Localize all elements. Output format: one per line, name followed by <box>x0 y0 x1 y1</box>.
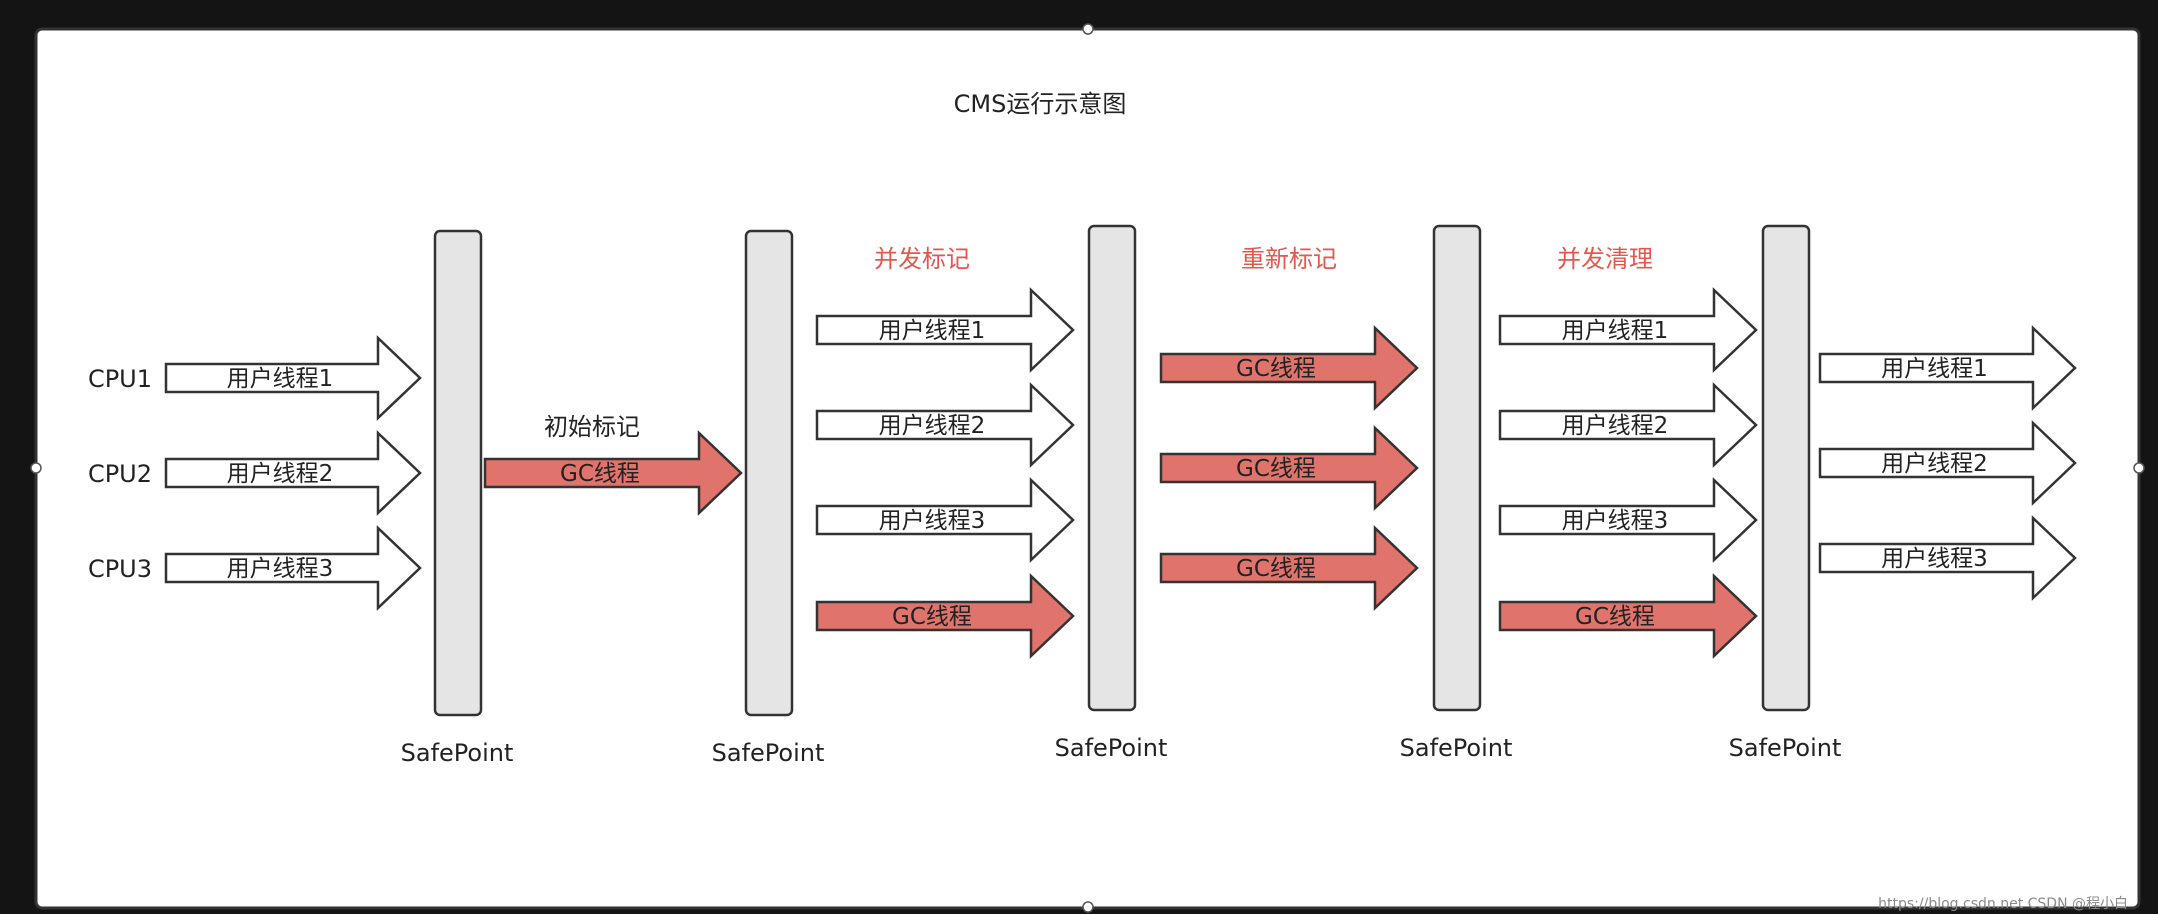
gc-thread-label: GC线程 <box>1236 356 1316 382</box>
safepoint-label: SafePoint <box>401 739 514 767</box>
user-thread-arrow <box>1818 515 2077 601</box>
safepoint-bar <box>744 229 794 717</box>
safepoint-label: SafePoint <box>1400 734 1513 762</box>
user-thread-arrow <box>1818 325 2077 411</box>
cpu-label-2: CPU2 <box>88 460 152 488</box>
gc-thread-arrow <box>1159 425 1419 511</box>
user-thread-label: 用户线程1 <box>1562 318 1669 344</box>
user-thread-arrow <box>164 525 422 611</box>
user-thread-label: 用户线程3 <box>227 556 334 582</box>
diagram-title: CMS运行示意图 <box>954 90 1127 118</box>
gc-thread-arrow <box>1159 325 1419 411</box>
user-thread-arrow <box>815 477 1075 563</box>
user-thread-arrow <box>1498 477 1758 563</box>
gc-thread-label: GC线程 <box>1575 604 1655 630</box>
frame-handle-right[interactable] <box>2133 462 2145 474</box>
phase-label-remark: 重新标记 <box>1241 245 1337 273</box>
user-thread-arrow <box>815 382 1075 468</box>
user-thread-arrow <box>164 335 422 421</box>
safepoint-bar <box>1087 224 1137 712</box>
user-thread-arrow <box>164 430 422 516</box>
gc-thread-arrow <box>1159 525 1419 611</box>
user-thread-label: 用户线程2 <box>1881 451 1988 477</box>
gc-thread-label: GC线程 <box>560 461 640 487</box>
gc-thread-arrow <box>815 573 1075 659</box>
safepoint-bar <box>1761 224 1811 712</box>
safepoint-label: SafePoint <box>1729 734 1842 762</box>
safepoint-bar <box>1432 224 1482 712</box>
user-thread-label: 用户线程2 <box>1562 413 1669 439</box>
frame-handle-left[interactable] <box>30 462 42 474</box>
cpu-label-3: CPU3 <box>88 555 152 583</box>
user-thread-arrow <box>1498 382 1758 468</box>
gc-thread-label: GC线程 <box>1236 556 1316 582</box>
frame-handle-bottom[interactable] <box>1082 901 1094 913</box>
gc-thread-label: GC线程 <box>892 604 972 630</box>
user-thread-arrow <box>1818 420 2077 506</box>
user-thread-label: 用户线程1 <box>879 318 986 344</box>
user-thread-label: 用户线程3 <box>1562 508 1669 534</box>
gc-thread-label: GC线程 <box>1236 456 1316 482</box>
user-thread-label: 用户线程1 <box>1881 356 1988 382</box>
phase-label-concurrent-mark: 并发标记 <box>874 245 970 273</box>
user-thread-label: 用户线程1 <box>227 366 334 392</box>
safepoint-bar <box>433 229 483 717</box>
safepoint-label: SafePoint <box>712 739 825 767</box>
watermark: https://blog.csdn.net CSDN @程小白 <box>1878 896 2128 912</box>
user-thread-label: 用户线程3 <box>1881 546 1988 572</box>
user-thread-label: 用户线程2 <box>879 413 986 439</box>
user-thread-label: 用户线程2 <box>227 461 334 487</box>
frame-handle-top[interactable] <box>1082 23 1094 35</box>
phase-label-initial-mark: 初始标记 <box>544 413 640 441</box>
user-thread-label: 用户线程3 <box>879 508 986 534</box>
gc-thread-arrow <box>483 430 743 516</box>
safepoint-label: SafePoint <box>1055 734 1168 762</box>
phase-label-concurrent-sweep: 并发清理 <box>1557 245 1653 273</box>
user-thread-arrow <box>815 287 1075 373</box>
user-thread-arrow <box>1498 287 1758 373</box>
cpu-label-1: CPU1 <box>88 365 152 393</box>
gc-thread-arrow <box>1498 573 1758 659</box>
